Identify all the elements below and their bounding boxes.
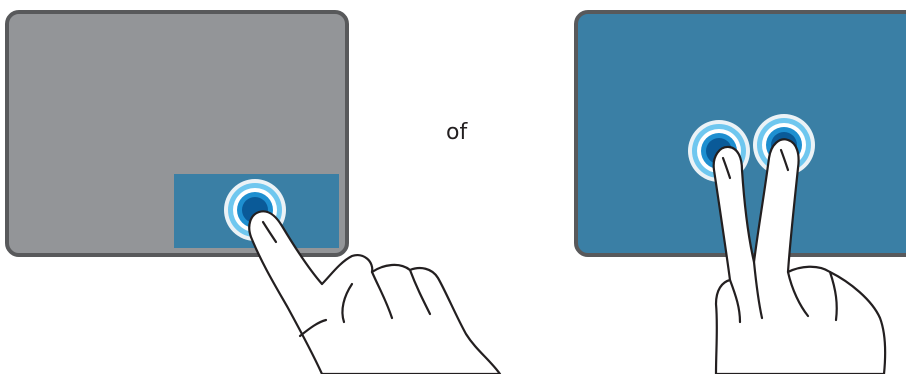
touchpad-left: [5, 10, 349, 257]
separator-text: of: [446, 120, 468, 145]
two-finger-tap-icon: [712, 138, 887, 374]
one-finger-tap-icon: [248, 210, 502, 374]
touchpad-right: [574, 10, 906, 257]
